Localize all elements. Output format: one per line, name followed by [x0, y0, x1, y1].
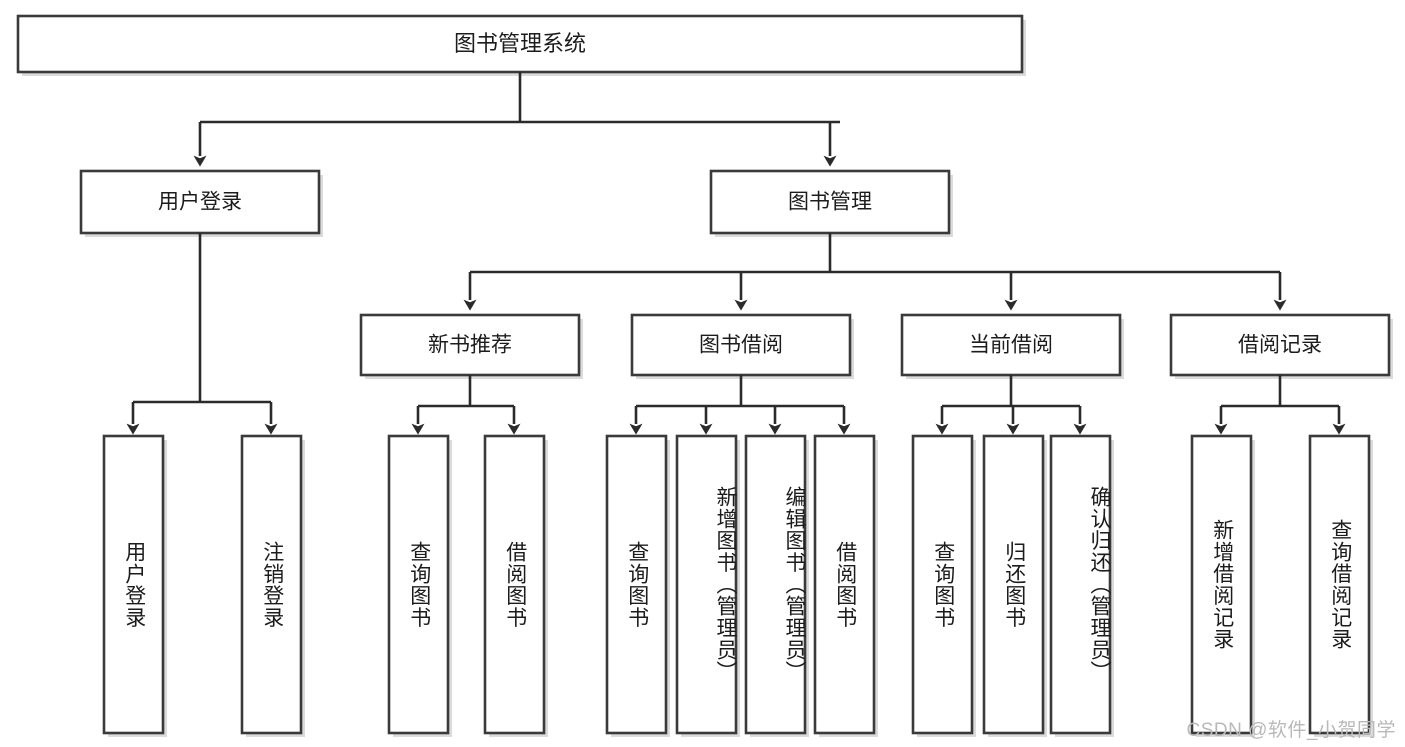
leaf-edit-book-admin-box	[744, 434, 807, 735]
root-label: 图书管理系统	[454, 31, 586, 56]
leaf-return-book[interactable]	[982, 434, 1047, 737]
borrow-record-box	[1169, 313, 1391, 377]
connector-user-login-to-leaves	[126, 233, 278, 435]
leaf-query-book-current[interactable]	[911, 434, 976, 737]
node-current-borrow[interactable]: 当前借阅	[900, 313, 1124, 379]
borrow-record-label: 借阅记录	[1238, 334, 1322, 357]
leaf-return-book-box	[982, 434, 1045, 735]
node-user-login[interactable]: 用户登录	[79, 169, 323, 237]
book-management-label: 图书管理	[788, 191, 872, 214]
connector-book-borrow-to-leaves	[629, 375, 851, 435]
root-box	[16, 14, 1024, 74]
leaf-confirm-return-admin-box	[1049, 434, 1112, 735]
node-book-management[interactable]: 图书管理	[709, 169, 953, 237]
leaf-query-book-current-box	[911, 434, 974, 735]
leaf-query-book-borrow[interactable]	[605, 434, 670, 737]
connector-root-to-level2	[193, 72, 840, 167]
current-borrow-label: 当前借阅	[969, 334, 1053, 357]
connector-book-management-to-level3	[463, 233, 1287, 311]
leaf-logout[interactable]	[240, 434, 305, 737]
user-login-box	[79, 169, 321, 235]
book-borrow-label: 图书借阅	[699, 334, 783, 357]
connector-new-book-recommend-to-leaves	[411, 375, 521, 435]
leaf-borrow-book-recommend[interactable]	[483, 434, 548, 737]
leaf-logout-box	[240, 434, 303, 735]
leaf-add-borrow-record[interactable]	[1190, 434, 1255, 737]
leaf-query-book-recommend[interactable]	[387, 434, 452, 737]
leaf-edit-book-admin[interactable]	[744, 434, 809, 737]
leaf-borrow-book[interactable]	[813, 434, 878, 737]
leaf-borrow-book-box	[813, 434, 876, 735]
leaf-query-borrow-record-box	[1308, 434, 1371, 735]
leaf-borrow-book-recommend-box	[483, 434, 546, 735]
leaf-query-borrow-record[interactable]	[1308, 434, 1373, 737]
leaf-query-book-recommend-box	[387, 434, 450, 735]
new-book-recommend-box	[359, 313, 581, 377]
node-root[interactable]: 图书管理系统	[16, 14, 1026, 76]
leaf-user-login[interactable]	[102, 434, 167, 737]
leaf-user-login-box	[102, 434, 165, 735]
current-borrow-box	[900, 313, 1122, 377]
leaf-add-borrow-record-box	[1190, 434, 1253, 735]
csdn-watermark: CSDN @软件_小贺同学	[1186, 720, 1396, 741]
leaf-add-book-admin[interactable]	[675, 434, 740, 737]
node-borrow-record[interactable]: 借阅记录	[1169, 313, 1393, 379]
node-new-book-recommend[interactable]: 新书推荐	[359, 313, 583, 379]
leaf-query-book-borrow-box	[605, 434, 668, 735]
leaf-add-book-admin-box	[675, 434, 738, 735]
node-book-borrow[interactable]: 图书借阅	[630, 313, 854, 379]
user-login-label: 用户登录	[158, 191, 242, 214]
connector-borrow-record-to-leaves	[1214, 375, 1346, 435]
leaf-confirm-return-admin[interactable]	[1049, 434, 1114, 737]
new-book-recommend-label: 新书推荐	[428, 334, 512, 357]
connector-current-borrow-to-leaves	[935, 375, 1087, 435]
